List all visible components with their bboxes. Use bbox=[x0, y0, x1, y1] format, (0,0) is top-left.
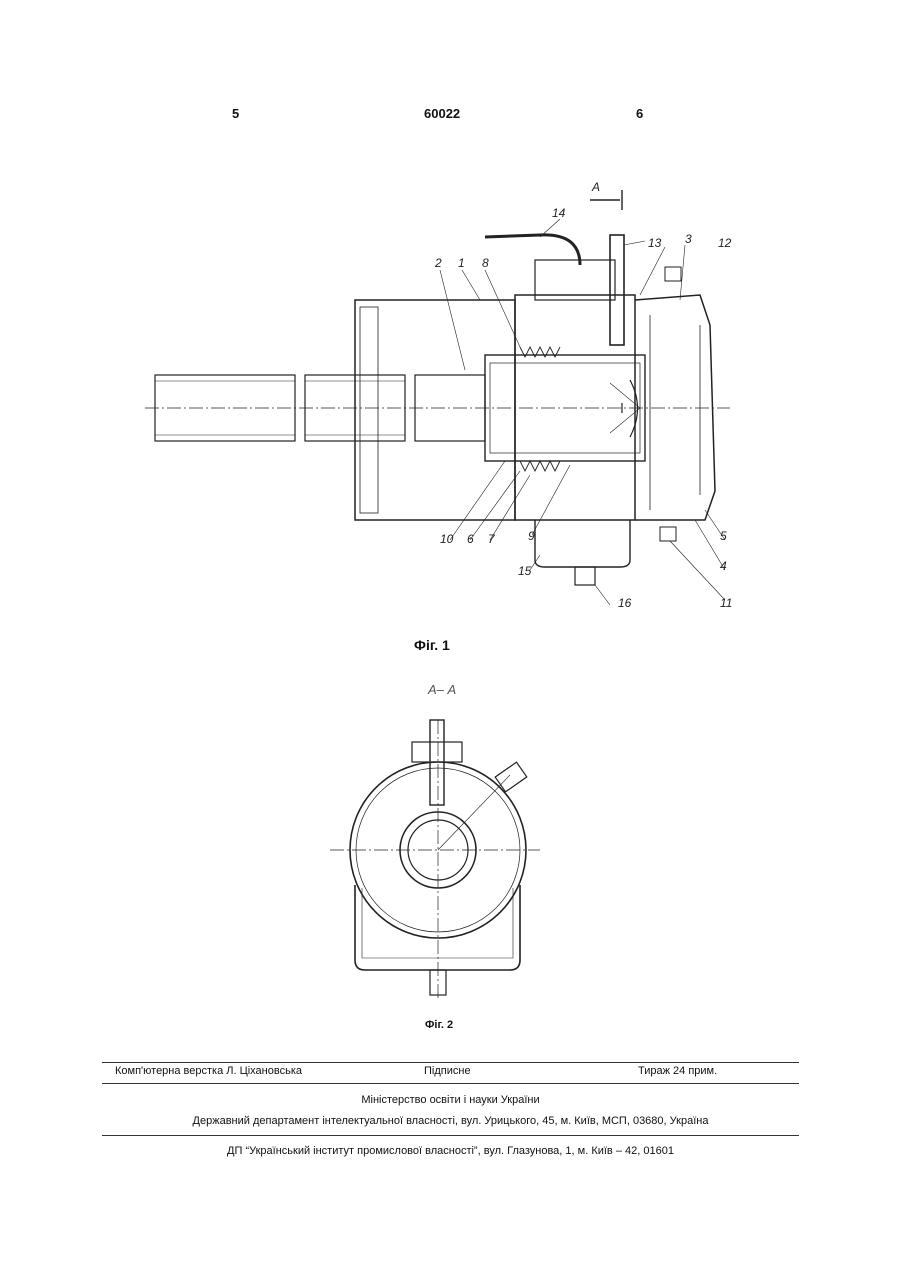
patent-number: 60022 bbox=[424, 106, 460, 121]
label-13: 13 bbox=[648, 236, 662, 250]
label-1: 1 bbox=[458, 256, 465, 270]
figure-2-drawing bbox=[330, 700, 560, 1020]
label-11: 11 bbox=[720, 596, 732, 610]
page-number-left: 5 bbox=[232, 106, 239, 121]
label-12: 12 bbox=[718, 236, 732, 250]
footer-signed: Підписне bbox=[424, 1065, 471, 1077]
label-8: 8 bbox=[482, 256, 489, 270]
figure-2-caption: Фіг. 2 bbox=[425, 1019, 453, 1031]
footer-rule-bottom bbox=[102, 1135, 799, 1136]
label-2: 2 bbox=[434, 256, 442, 270]
label-10: 10 bbox=[440, 532, 454, 546]
footer-ministry: Міністерство освіти і науки України bbox=[102, 1094, 799, 1106]
label-6: 6 bbox=[467, 532, 474, 546]
figure-1-drawing: А 1 2 3 4 5 6 7 8 9 10 11 12 13 14 15 16 bbox=[140, 175, 760, 625]
label-9: 9 bbox=[528, 529, 535, 543]
footer-layout-credit: Комп'ютерна верстка Л. Ціхановська bbox=[115, 1065, 302, 1077]
label-3: 3 bbox=[685, 232, 692, 246]
label-5: 5 bbox=[720, 529, 727, 543]
label-15: 15 bbox=[518, 564, 532, 578]
figure-1-caption: Фіг. 1 bbox=[414, 637, 450, 653]
figure-2-section-title: А– А bbox=[428, 682, 456, 697]
label-16: 16 bbox=[618, 596, 632, 610]
label-14: 14 bbox=[552, 206, 566, 220]
label-7: 7 bbox=[488, 532, 496, 546]
page-number-right: 6 bbox=[636, 106, 643, 121]
footer-rule-middle bbox=[102, 1083, 799, 1084]
footer-institute: ДП “Український інститут промислової вла… bbox=[102, 1145, 799, 1157]
footer-rule-top bbox=[102, 1062, 799, 1063]
footer-department: Державний департамент інтелектуальної вл… bbox=[102, 1115, 799, 1127]
section-mark-label: А bbox=[591, 180, 600, 194]
footer-circulation: Тираж 24 прим. bbox=[638, 1065, 717, 1077]
label-4: 4 bbox=[720, 559, 727, 573]
